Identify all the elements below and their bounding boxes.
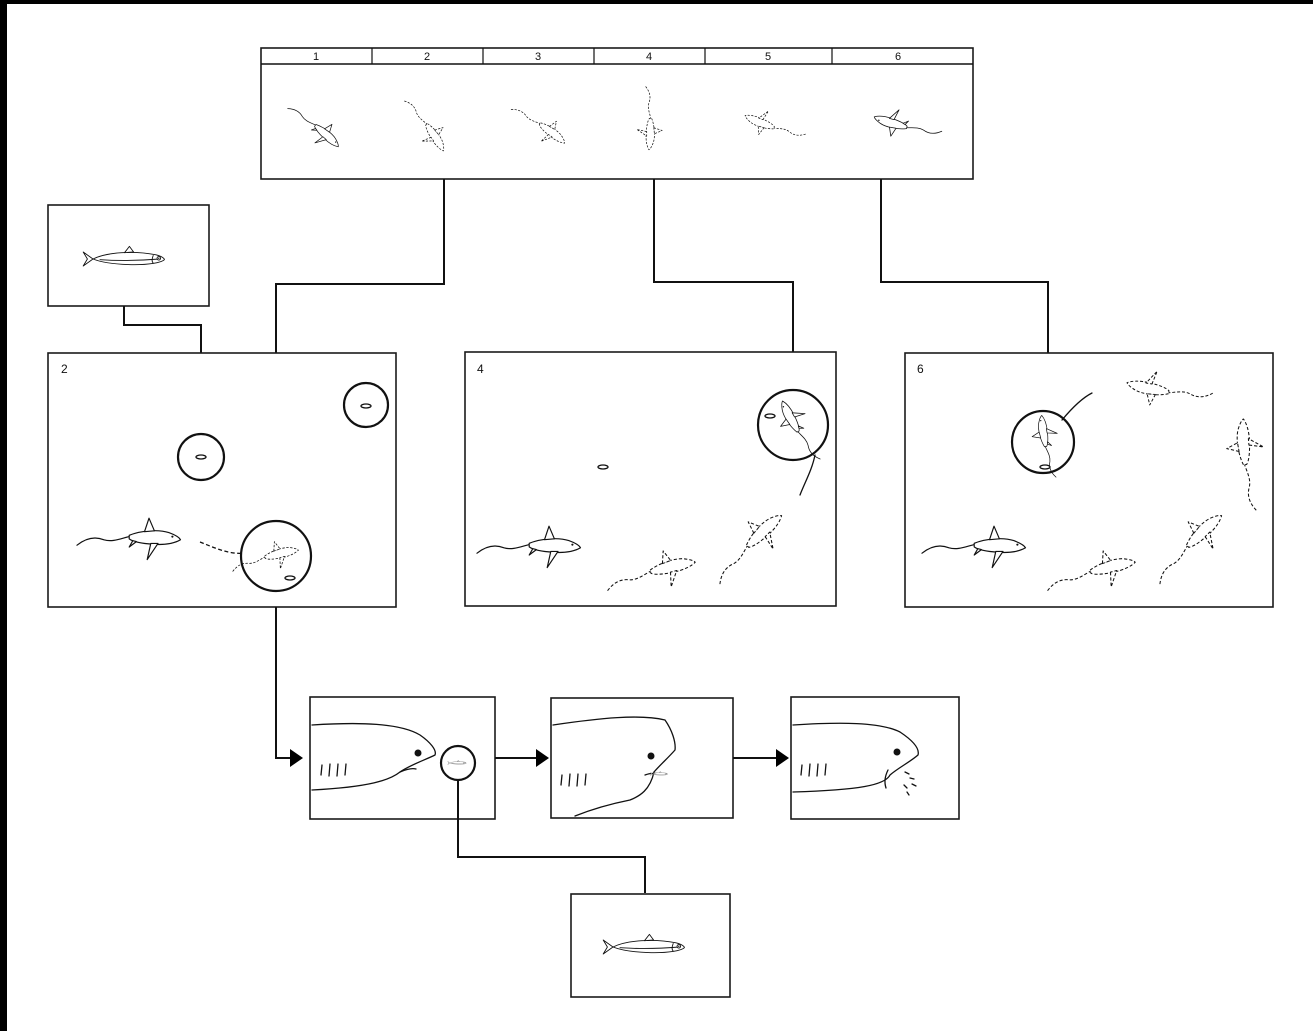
prey-icon xyxy=(284,575,296,581)
prey-icon xyxy=(1039,464,1051,470)
panel-6: 6 xyxy=(904,352,1274,608)
prey-icon xyxy=(597,464,609,470)
shark-head-outline xyxy=(792,722,919,793)
shark-head-outline xyxy=(552,716,676,773)
sequence-col-4: 4 xyxy=(646,51,652,63)
head-frame-1 xyxy=(309,696,496,820)
arrow-right-icon xyxy=(536,749,549,767)
sequence-col-2: 2 xyxy=(424,51,430,63)
bubble-marks xyxy=(903,771,917,796)
sequence-strip-frame xyxy=(260,47,974,180)
arrow-right-icon xyxy=(776,749,789,767)
panel-2-frame xyxy=(47,352,397,608)
shark-tail-whip xyxy=(1061,392,1093,421)
head-frame-3 xyxy=(790,696,960,820)
head-frame-3-box xyxy=(790,696,960,820)
sequence-col-3: 3 xyxy=(535,51,541,63)
connector-strip-6 xyxy=(880,179,1049,415)
panel-6-frame xyxy=(904,352,1274,608)
shark-head-outline xyxy=(311,722,436,791)
sequence-strip: 1 2 3 4 5 6 xyxy=(260,47,974,180)
head-frame-2 xyxy=(550,697,734,819)
panel-6-label: 6 xyxy=(917,362,924,376)
connector-closeup-to-sardine xyxy=(457,780,646,893)
connector-strip-4 xyxy=(653,179,794,390)
sequence-col-5: 5 xyxy=(765,51,771,63)
panel-4: 4 xyxy=(464,351,837,607)
prey-icon xyxy=(764,413,776,419)
connector-panel-2-to-head xyxy=(275,607,292,759)
head-frame-2-box xyxy=(550,697,734,819)
arrow-right-icon xyxy=(290,749,303,767)
panel-4-label: 4 xyxy=(477,362,484,376)
panel-4-frame xyxy=(464,351,837,607)
shark-tail-whip xyxy=(799,454,816,496)
sequence-col-6: 6 xyxy=(895,51,901,63)
panel-2: 2 xyxy=(47,352,397,608)
prey-icon xyxy=(195,454,207,460)
sequence-col-1: 1 xyxy=(313,51,319,63)
panel-2-label: 2 xyxy=(61,362,68,376)
prey-icon xyxy=(360,403,372,409)
